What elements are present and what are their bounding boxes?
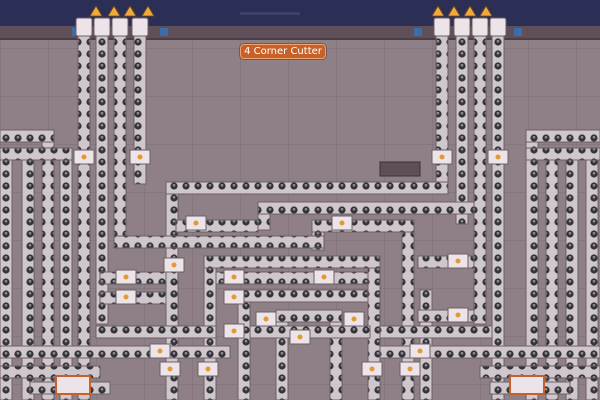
belt-horizontal [275,309,343,323]
item-marker [351,316,357,322]
item-marker [193,220,199,226]
input-hatch[interactable] [471,17,489,37]
belt-vertical [565,159,579,400]
belt-vertical [77,23,91,400]
belt-vertical [585,149,599,400]
belt-horizontal [95,325,217,339]
belt-vertical [237,289,251,400]
item-marker [263,316,269,322]
belt-vertical [329,309,343,400]
belt-vertical [473,23,487,325]
belt-horizontal [113,235,325,249]
belt-horizontal [0,147,73,161]
belt-horizontal [0,129,55,143]
item-markers [81,154,501,372]
warnings [89,5,493,17]
input-hatch[interactable] [489,17,507,37]
input-hatch[interactable] [75,17,93,37]
warning-triangle-icon[interactable] [447,5,461,17]
belt-vertical [41,135,55,400]
belt-vertical [455,23,469,225]
input-hatch[interactable] [111,17,129,37]
belt-horizontal [311,219,415,233]
item-marker [455,312,461,318]
warning-triangle-icon[interactable] [89,5,103,17]
belt-horizontal [257,201,475,215]
item-marker [339,220,345,226]
belt-vertical [0,149,13,400]
item-marker [321,274,327,280]
input-hatch[interactable] [433,17,451,37]
belt-vertical [545,149,559,400]
belt-horizontal [379,325,493,339]
item-marker [495,154,501,160]
belt-vertical [491,23,505,400]
space-dots [240,12,300,15]
warning-triangle-icon[interactable] [123,5,137,17]
belt-horizontal [525,129,600,143]
belt-horizontal [203,255,381,269]
platform-rim-line [0,38,600,40]
item-marker [123,274,129,280]
input-hatches [75,17,507,37]
warning-triangle-icon[interactable] [431,5,445,17]
belt-horizontal [379,345,600,359]
cutter-machine-icon[interactable] [379,161,421,177]
item-marker [439,154,445,160]
item-marker [81,154,87,160]
item-marker [167,366,173,372]
belt-horizontal [165,181,449,195]
cutter-machine-icon[interactable] [509,375,545,395]
belt-vertical [21,159,35,400]
input-hatch[interactable] [131,17,149,37]
input-hatch[interactable] [453,17,471,37]
item-marker [205,366,211,372]
item-marker [231,274,237,280]
warning-triangle-icon[interactable] [463,5,477,17]
item-marker [297,334,303,340]
belt-vertical [525,135,539,400]
belt-horizontal [0,345,231,359]
warning-triangle-icon[interactable] [141,5,155,17]
anchor-square-icon [160,28,168,36]
item-marker [171,262,177,268]
item-marker [157,348,163,354]
item-marker [231,328,237,334]
item-marker [231,294,237,300]
cutter-machine-icon[interactable] [55,375,91,395]
input-hatch[interactable] [93,17,111,37]
item-marker [369,366,375,372]
item-marker [137,154,143,160]
warning-triangle-icon[interactable] [107,5,121,17]
anchor-square-icon [414,28,422,36]
area-label[interactable]: 4 Corner Cutter [240,44,326,59]
anchor-square-icon [514,28,522,36]
belt-vertical [113,23,127,245]
item-marker [123,294,129,300]
belt-horizontal [237,289,369,303]
belt-vertical [275,309,289,400]
item-marker [407,366,413,372]
item-marker [455,258,461,264]
belt-vertical [59,149,73,400]
item-marker [417,348,423,354]
belt-horizontal [525,147,600,161]
warning-triangle-icon[interactable] [479,5,493,17]
